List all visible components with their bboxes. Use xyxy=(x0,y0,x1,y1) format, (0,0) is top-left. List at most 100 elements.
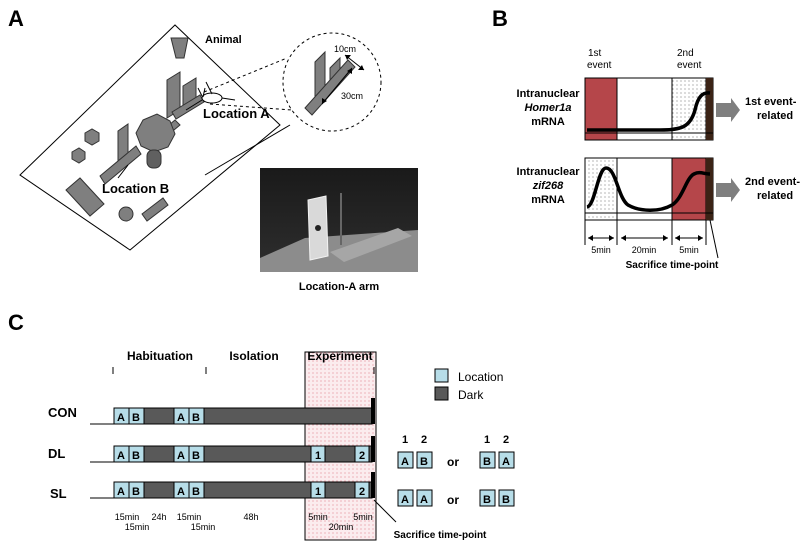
svg-text:or: or xyxy=(447,493,459,507)
event2-line2: event xyxy=(677,60,702,71)
octagon-platform xyxy=(135,113,176,153)
animal-pointer xyxy=(205,81,213,95)
homer-trace xyxy=(587,91,711,132)
zif-line1: Intranuclear xyxy=(517,166,581,178)
svg-text:1: 1 xyxy=(315,486,321,498)
dur-15min-3: 15min xyxy=(177,512,202,522)
bar-object xyxy=(141,197,169,222)
rectangle-object xyxy=(65,177,105,217)
dim-10-label: 10cm xyxy=(334,44,356,54)
animal-tail xyxy=(221,97,236,101)
animal-label: Animal xyxy=(205,34,242,46)
phase-isolation: Isolation xyxy=(229,349,278,363)
b-time-20min: 20min xyxy=(632,245,657,255)
svg-text:B: B xyxy=(483,494,491,506)
svg-text:A: A xyxy=(117,450,125,462)
svg-text:2: 2 xyxy=(359,486,365,498)
animal-icon xyxy=(201,92,223,104)
dur-15min-1: 15min xyxy=(115,512,140,522)
svg-text:2: 2 xyxy=(421,434,427,446)
legend-dark-swatch xyxy=(434,386,449,401)
homer-gene: Homer1a xyxy=(524,102,571,114)
trapezoid-object xyxy=(170,37,189,59)
dur-15min-2: 15min xyxy=(125,522,150,532)
phase-experiment: Experiment xyxy=(307,349,372,363)
svg-text:A: A xyxy=(502,456,510,468)
row-label-con: CON xyxy=(48,405,77,420)
hexagon-2 xyxy=(71,147,86,164)
panel-c-label: C xyxy=(8,310,24,335)
cylinder xyxy=(146,149,162,169)
panel-c-schedule: Habituation Isolation Experiment CON A B… xyxy=(48,349,487,541)
svg-text:B: B xyxy=(192,486,200,498)
event1-line2: event xyxy=(587,60,612,71)
legend-location: Location xyxy=(458,370,503,384)
svg-text:2: 2 xyxy=(359,450,365,462)
svg-text:1: 1 xyxy=(484,434,490,446)
homer-arrow xyxy=(716,98,740,122)
svg-text:B: B xyxy=(132,486,140,498)
b-time-5min-1: 5min xyxy=(591,245,611,255)
zif-trace xyxy=(586,166,711,212)
zoom-line-top xyxy=(203,57,288,93)
row-dl: DL A B A B 1 2 xyxy=(48,436,375,463)
arena-diagram: Animal Location A Location B 10cm 30cm xyxy=(19,24,382,251)
panel-c-legend: Location Dark xyxy=(434,368,503,402)
dur-48h: 48h xyxy=(243,512,258,522)
svg-text:A: A xyxy=(177,486,185,498)
dim-30-label: 30cm xyxy=(341,91,363,101)
svg-text:A: A xyxy=(401,494,409,506)
zoom-line-bottom xyxy=(209,103,293,111)
row-con: CON A B A B xyxy=(48,398,375,425)
svg-text:B: B xyxy=(132,412,140,424)
svg-text:A: A xyxy=(177,450,185,462)
svg-text:B: B xyxy=(483,456,491,468)
row-label-dl: DL xyxy=(48,446,65,461)
zif-arrow xyxy=(716,178,740,202)
homer-sacrifice xyxy=(706,78,713,140)
c-sacrifice-label: Sacrifice time-point xyxy=(394,530,487,541)
svg-text:A: A xyxy=(117,412,125,424)
dim-30-arrow xyxy=(321,67,353,105)
svg-text:A: A xyxy=(401,456,409,468)
svg-text:A: A xyxy=(177,412,185,424)
homer-line3: mRNA xyxy=(531,116,565,128)
svg-text:1: 1 xyxy=(315,450,321,462)
legend-dark: Dark xyxy=(458,388,484,402)
dur-5min-2: 5min xyxy=(353,512,373,522)
svg-text:1: 1 xyxy=(402,434,408,446)
location-b-label: Location B xyxy=(102,181,169,196)
panel-a-label: A xyxy=(8,6,24,31)
event1-line1: 1st xyxy=(588,48,602,59)
dur-20min: 20min xyxy=(329,522,354,532)
svg-text:B: B xyxy=(192,412,200,424)
svg-text:B: B xyxy=(502,494,510,506)
location-a-photo: Location-A arm xyxy=(260,168,418,293)
homer-event2 xyxy=(671,77,707,141)
row-sl: SL A B A B 1 2 xyxy=(50,472,375,501)
zif-line3: mRNA xyxy=(531,194,565,206)
dur-5min-1: 5min xyxy=(308,512,328,522)
zoom-arm xyxy=(304,59,356,116)
out1-line1: 1st event- xyxy=(745,96,797,108)
row-label-sl: SL xyxy=(50,486,67,501)
svg-text:B: B xyxy=(420,456,428,468)
svg-text:2: 2 xyxy=(503,434,509,446)
svg-text:B: B xyxy=(132,450,140,462)
b-sacrifice-label: Sacrifice time-point xyxy=(626,260,719,271)
event2-line1: 2nd xyxy=(677,48,694,59)
photo-caption: Location-A arm xyxy=(299,281,379,293)
b-time-5min-2: 5min xyxy=(679,245,699,255)
arm-b xyxy=(99,145,142,185)
svg-text:A: A xyxy=(420,494,428,506)
location-b-callout xyxy=(204,124,291,176)
out1-line2: related xyxy=(757,110,793,122)
svg-text:or: or xyxy=(447,455,459,469)
location-a-label: Location A xyxy=(203,106,270,121)
dur-15min-4: 15min xyxy=(191,522,216,532)
panel-b-timeline: 1st event 2nd event Intranuclear Homer1a… xyxy=(517,48,800,271)
zif-gene: zif268 xyxy=(532,180,564,192)
arm-a xyxy=(171,94,205,120)
dur-24h: 24h xyxy=(151,512,166,522)
